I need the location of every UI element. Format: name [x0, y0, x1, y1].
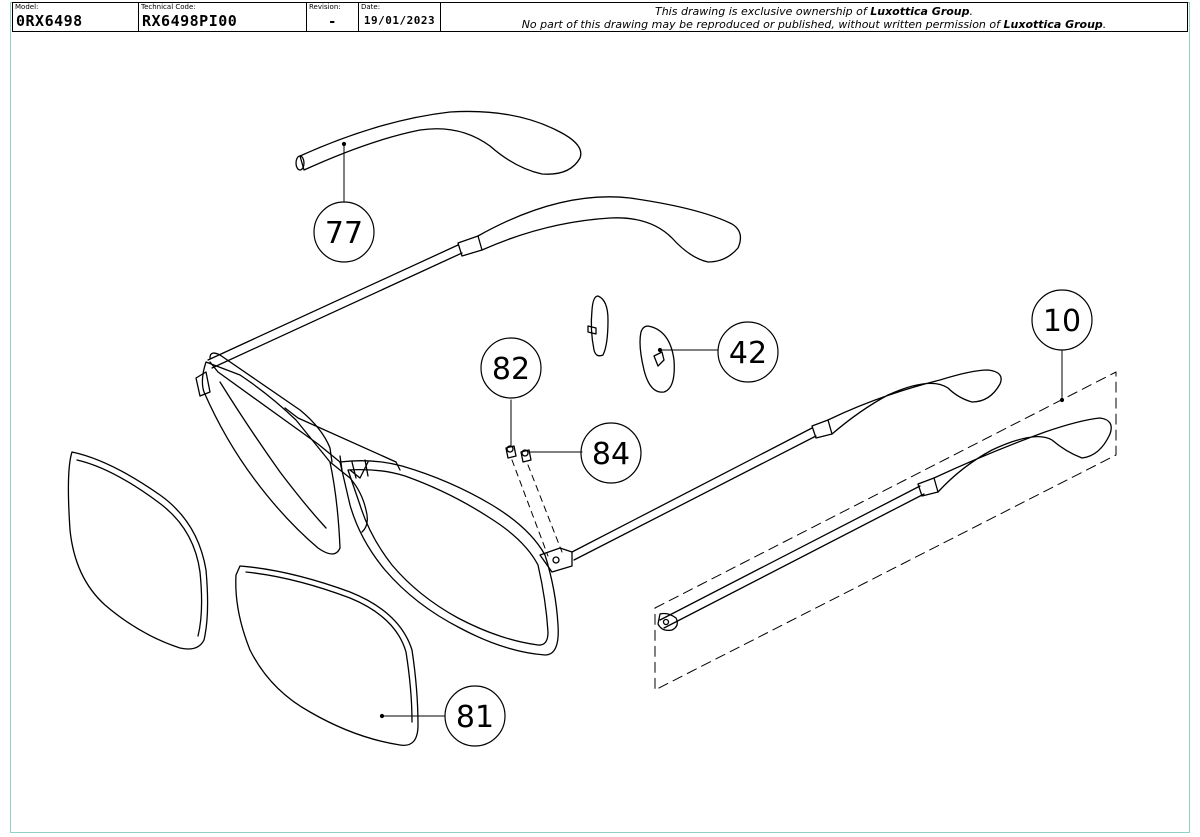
screw-assembly-lines	[511, 459, 563, 557]
callout-82: 82	[480, 337, 542, 399]
callout-84-label: 84	[592, 437, 630, 472]
temple-arm-far	[207, 196, 742, 369]
callout-84: 84	[580, 422, 642, 484]
callout-82-label: 82	[492, 352, 530, 387]
notice-owner-2: Luxottica Group	[1003, 18, 1103, 31]
technical-code-value: RX6498PI00	[142, 12, 238, 30]
technical-code-caption: Technical Code:	[141, 3, 196, 11]
callout-81-label: 81	[456, 700, 494, 735]
title-block: Model: 0RX6498 Technical Code: RX6498PI0…	[12, 2, 1188, 32]
part-10-temple-box	[654, 371, 1117, 691]
revision-caption: Revision:	[309, 3, 341, 11]
callout-77: 77	[313, 201, 375, 263]
revision-value: -	[328, 14, 337, 30]
part-82-screw	[505, 445, 517, 459]
model-cell: Model: 0RX6498	[13, 3, 139, 31]
callout-77-label: 77	[325, 216, 363, 251]
temple-arm-near	[539, 369, 1002, 573]
notice-line-1: This drawing is exclusive ownership of L…	[654, 5, 974, 18]
model-caption: Model:	[15, 3, 39, 11]
revision-cell: Revision: -	[307, 3, 359, 31]
part-84-screw	[520, 449, 532, 463]
date-caption: Date:	[361, 3, 381, 11]
callout-42-label: 42	[729, 336, 767, 371]
frame-front	[195, 352, 559, 656]
ownership-notice: This drawing is exclusive ownership of L…	[441, 3, 1187, 31]
technical-code-cell: Technical Code: RX6498PI00	[139, 3, 307, 31]
callout-81: 81	[444, 685, 506, 747]
notice-owner-1: Luxottica Group	[870, 5, 970, 18]
date-value: 19/01/2023	[363, 14, 436, 27]
lens-right	[235, 565, 419, 746]
callout-10: 10	[1031, 289, 1093, 351]
leader-lines	[341, 141, 1065, 719]
nose-pad-upper	[587, 295, 609, 357]
notice-line-2: No part of this drawing may be reproduce…	[521, 18, 1107, 31]
date-cell: Date: 19/01/2023	[359, 3, 441, 31]
callout-10-label: 10	[1043, 304, 1081, 339]
callout-42: 42	[717, 321, 779, 383]
model-value: 0RX6498	[16, 12, 83, 30]
part-77-temple-tip	[295, 110, 582, 175]
part-42-nose-pad	[639, 325, 675, 393]
lens-left	[67, 451, 209, 650]
